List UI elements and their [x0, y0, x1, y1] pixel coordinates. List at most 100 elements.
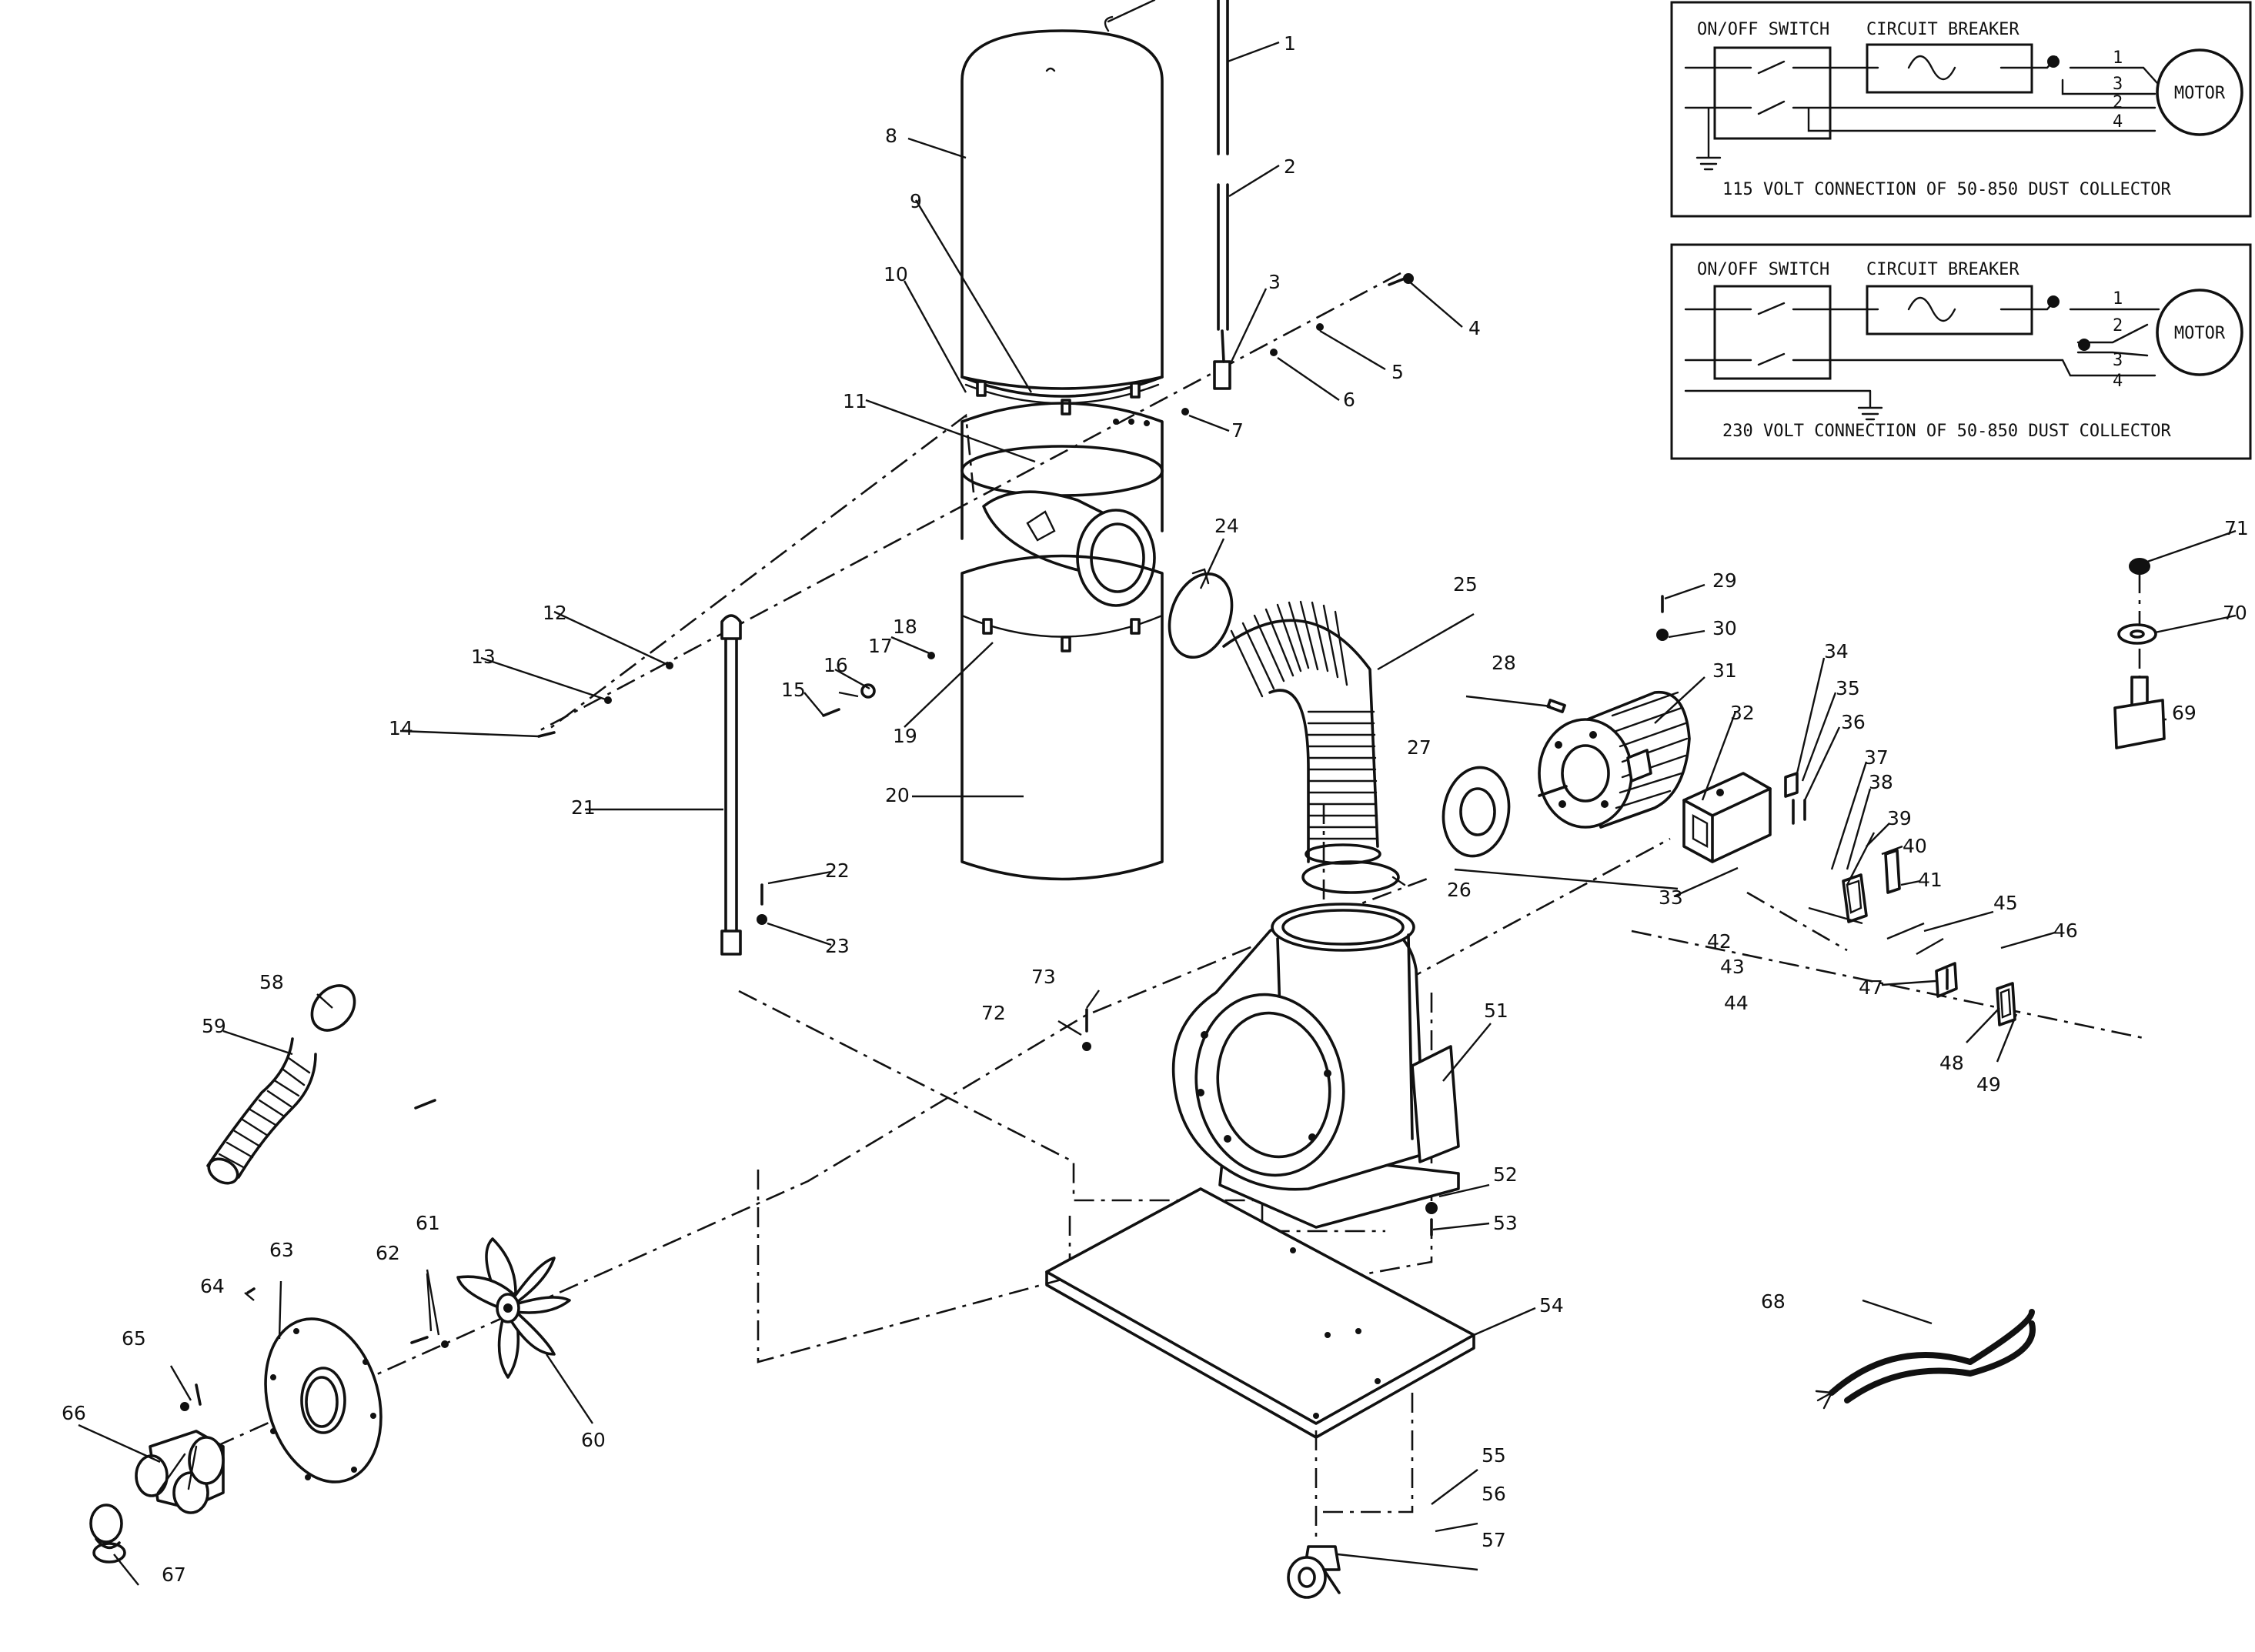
part-label-9: 9	[910, 190, 922, 212]
small-flexible-hose	[206, 1037, 317, 1185]
blower-housing	[1171, 903, 1460, 1229]
part-label-10: 10	[884, 263, 908, 285]
inlet-hose-clamp	[1168, 568, 1234, 659]
part-label-55: 55	[1482, 1444, 1506, 1467]
part-number-labels: 1 2 3 4 5 6 7 8 9 10 11 12 13 14 15 16 1…	[62, 32, 2249, 1586]
wire-number-d: 4	[2113, 112, 2123, 132]
part-label-51: 51	[1484, 1000, 1508, 1022]
part-label-30: 30	[1712, 617, 1737, 639]
strain-relief	[1784, 772, 1806, 825]
flat-washer	[2117, 623, 2157, 645]
part-label-22: 22	[825, 859, 850, 882]
part-label-56: 56	[1482, 1483, 1506, 1505]
leader-lines	[78, 41, 2237, 1586]
part-label-4: 4	[1468, 317, 1481, 339]
lock-knob	[2129, 558, 2150, 575]
part-label-5: 5	[1391, 361, 1404, 383]
part-label-19: 19	[893, 725, 917, 747]
power-cord	[1815, 1309, 2036, 1410]
hardware-screws	[180, 273, 1669, 1411]
part-label-73: 73	[1031, 966, 1056, 988]
part-label-28: 28	[1492, 652, 1516, 674]
part-label-37: 37	[1864, 746, 1889, 769]
support-rod-upper	[1213, 0, 1231, 390]
part-label-47: 47	[1859, 976, 1883, 999]
wire-number-b: 3	[2113, 75, 2123, 94]
switch-cover	[1996, 982, 2016, 1026]
part-label-60: 60	[581, 1429, 606, 1451]
part-label-65: 65	[122, 1327, 146, 1350]
part-label-14: 14	[389, 717, 413, 739]
part-label-45: 45	[1993, 892, 2018, 914]
part-label-11: 11	[843, 390, 867, 412]
wire-number-d: 4	[2113, 372, 2123, 391]
y-fitting	[135, 1430, 225, 1514]
motor-key	[1546, 699, 1566, 713]
part-label-46: 46	[2053, 919, 2078, 942]
wiring-caption: 230 VOLT CONNECTION OF 50-850 DUST COLLE…	[1722, 422, 2172, 441]
part-label-20: 20	[885, 784, 910, 806]
wiring-diagram-230v: ON/OFF SWITCH CIRCUIT BREAKER MOTOR 1 2 …	[1670, 243, 2252, 460]
switch-box	[1682, 772, 1772, 863]
motor-label: MOTOR	[2174, 84, 2226, 103]
circuit-breaker-label: CIRCUIT BREAKER	[1866, 260, 2019, 279]
part-label-38: 38	[1869, 771, 1893, 793]
part-label-43: 43	[1720, 956, 1745, 978]
part-label-72: 72	[981, 1002, 1006, 1024]
wiring-diagram-115v: ON/OFF SWITCH CIRCUIT BREAKER MOTOR 1 3 …	[1670, 1, 2252, 218]
part-label-53: 53	[1493, 1212, 1518, 1234]
part-label-71: 71	[2224, 517, 2249, 539]
impeller	[456, 1237, 571, 1379]
motor-symbol	[2156, 289, 2243, 376]
wiring-caption: 115 VOLT CONNECTION OF 50-850 DUST COLLE…	[1722, 180, 2172, 199]
part-label-33: 33	[1659, 886, 1683, 909]
wire-number-c: 2	[2113, 93, 2123, 112]
part-label-68: 68	[1761, 1290, 1786, 1313]
on-off-switch-label: ON/OFF SWITCH	[1697, 20, 1829, 39]
on-off-switch-label: ON/OFF SWITCH	[1697, 260, 1829, 279]
part-label-67: 67	[162, 1564, 186, 1586]
part-label-23: 23	[825, 935, 850, 957]
part-label-35: 35	[1836, 677, 1860, 699]
part-label-17: 17	[868, 635, 893, 657]
part-label-49: 49	[1976, 1073, 2001, 1096]
support-post	[720, 614, 742, 956]
part-label-16: 16	[823, 654, 848, 676]
part-label-18: 18	[893, 616, 917, 638]
part-label-25: 25	[1453, 573, 1478, 596]
dust-port-cap	[89, 1503, 126, 1564]
part-label-44: 44	[1724, 992, 1749, 1014]
part-label-3: 3	[1268, 271, 1281, 293]
part-label-32: 32	[1730, 702, 1755, 724]
part-label-2: 2	[1284, 155, 1296, 178]
part-label-69: 69	[2172, 702, 2197, 724]
blower-inlet-plate	[264, 1317, 383, 1483]
part-label-70: 70	[2223, 602, 2247, 624]
wire-number-a: 1	[2113, 48, 2123, 68]
part-label-41: 41	[1918, 869, 1943, 891]
motor-symbol	[2156, 48, 2243, 136]
part-label-59: 59	[202, 1015, 226, 1037]
wire-number-b: 2	[2113, 316, 2123, 335]
assembly-centerlines	[215, 272, 2148, 1539]
lower-collection-bag	[960, 554, 1164, 881]
switch-plate	[1842, 873, 1868, 923]
circuit-breaker-label: CIRCUIT BREAKER	[1866, 20, 2019, 39]
motor-flange-gasket	[1442, 766, 1511, 858]
small-hose-clamp	[310, 984, 356, 1032]
part-label-27: 27	[1407, 736, 1432, 759]
part-label-13: 13	[471, 646, 496, 668]
part-label-21: 21	[571, 796, 596, 819]
rocker-switch	[1935, 962, 1958, 998]
part-label-26: 26	[1447, 879, 1472, 901]
caster-wheel	[1287, 1545, 1341, 1599]
part-label-12: 12	[543, 602, 567, 624]
part-label-61: 61	[416, 1212, 440, 1234]
part-label-58: 58	[259, 971, 284, 993]
wire-number-a: 1	[2113, 289, 2123, 309]
hose-clamp	[1301, 860, 1406, 894]
part-label-6: 6	[1343, 389, 1355, 411]
part-label-1: 1	[1284, 32, 1296, 55]
upper-filter-bag	[960, 0, 1164, 390]
